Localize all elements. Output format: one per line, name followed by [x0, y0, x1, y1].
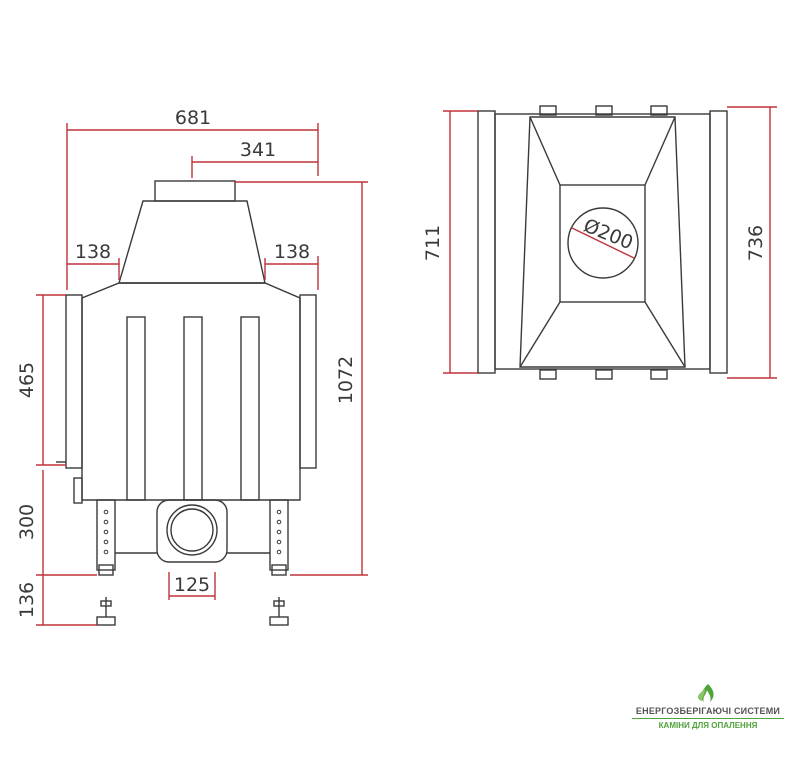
left-leg	[96, 499, 116, 571]
air-inlet	[156, 499, 228, 563]
dim-foot-height: 136	[16, 582, 38, 618]
plan-left-panel	[477, 110, 496, 374]
front-view: 681 341 138 138 125 1072 465 300 136	[16, 107, 368, 626]
dim-top-offset: 341	[240, 139, 276, 161]
left-side-panel	[65, 294, 83, 469]
plan-right-panel	[709, 110, 728, 374]
dim-total-height: 1072	[335, 356, 357, 404]
slot-2	[183, 316, 203, 501]
slot-3	[240, 316, 260, 501]
brand-name: ЕНЕРГОЗБЕРІГАЮЧІ СИСТЕМИ	[635, 706, 781, 716]
hood	[118, 200, 266, 284]
dim-flue-diameter: Ø200	[580, 215, 636, 255]
firebox-body	[81, 282, 301, 501]
dim-leg-height: 300	[16, 504, 38, 540]
leveling-foot-right	[269, 597, 289, 626]
plan-flue-collar	[559, 184, 646, 303]
plan-body	[494, 113, 711, 370]
dim-left-shoulder: 138	[75, 241, 111, 263]
dim-door-height: 465	[16, 362, 38, 398]
leveling-foot-left	[96, 597, 116, 626]
top-view: 711 736 Ø200	[422, 105, 777, 380]
dim-plan-depth-inner: 711	[422, 225, 444, 261]
right-leg	[269, 499, 289, 571]
flue-opening	[567, 207, 639, 279]
right-side-panel	[299, 294, 317, 469]
dim-plan-depth-outer: 736	[745, 225, 767, 261]
dim-outlet-width: 125	[174, 574, 210, 596]
brand-divider	[632, 718, 784, 719]
brand-tagline: КАМІНИ ДЛЯ ОПАЛЕННЯ	[658, 721, 758, 730]
slot-1	[126, 316, 146, 501]
brand-logo: ЕНЕРГОЗБЕРІГАЮЧІ СИСТЕМИ КАМІНИ ДЛЯ ОПАЛ…	[628, 680, 788, 736]
flame-icon	[697, 684, 714, 702]
dim-right-shoulder: 138	[274, 241, 310, 263]
flue-collar	[154, 180, 236, 202]
dim-front-width: 681	[175, 107, 211, 129]
